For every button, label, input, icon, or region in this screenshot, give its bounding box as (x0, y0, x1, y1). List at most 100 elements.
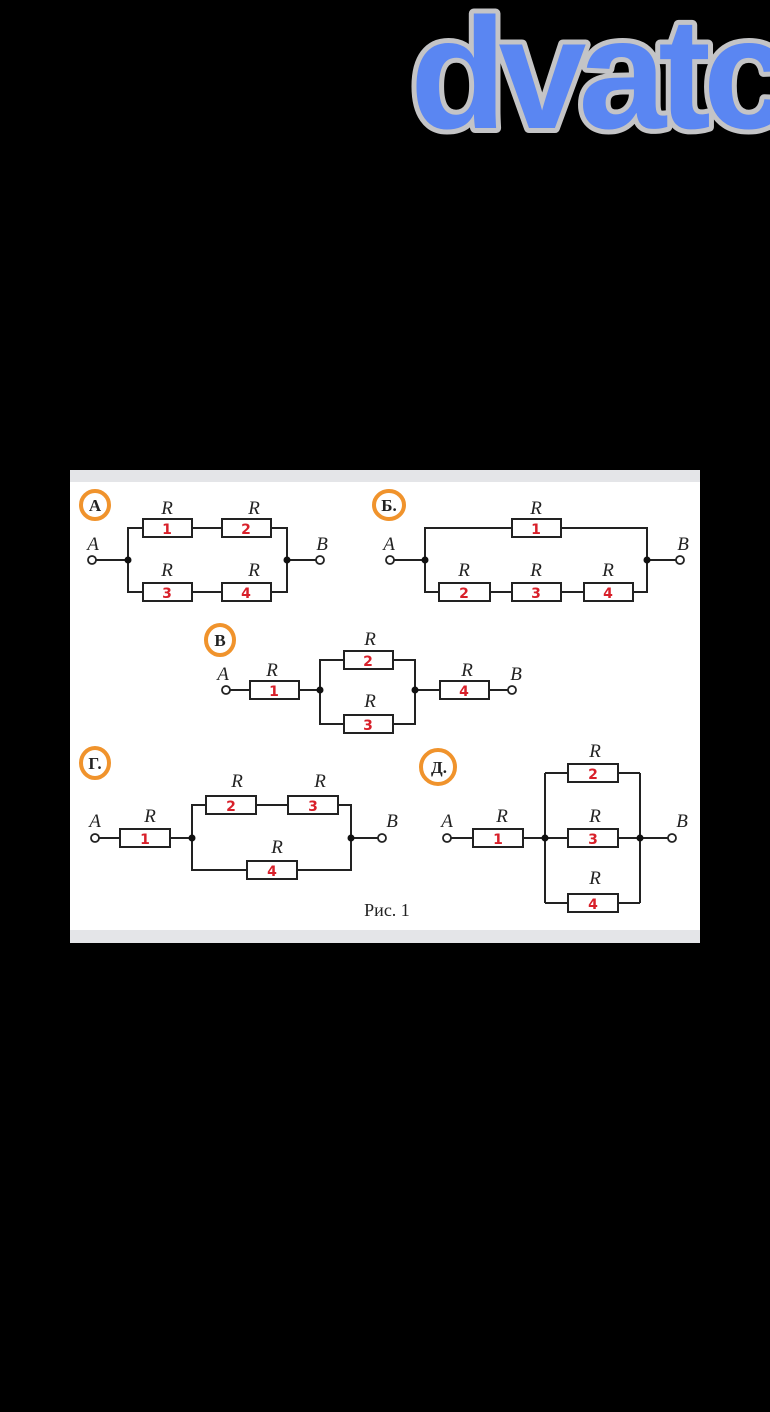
resistor-symbol: R (143, 806, 156, 827)
watermark-text: dvatch (410, 0, 770, 160)
resistor-3: 3R (511, 560, 562, 602)
resistor-number: 3 (588, 832, 598, 848)
resistor-body (583, 582, 634, 602)
watermark: dvatch (405, 0, 770, 160)
resistor-1: 1R (511, 498, 562, 538)
terminal-a (221, 685, 231, 695)
junction-node (411, 686, 419, 694)
junction-node (347, 834, 355, 842)
resistor-body (221, 518, 272, 538)
resistor-number: 2 (459, 586, 469, 602)
resistor-body (249, 680, 300, 700)
resistor-number: 3 (308, 799, 318, 815)
resistor-number: 3 (531, 586, 541, 602)
resistor-2: 2R (567, 741, 619, 783)
junction-node (124, 556, 132, 564)
resistor-body (287, 795, 339, 815)
resistor-1: 1R (119, 806, 171, 848)
circuit-label: В (214, 631, 225, 650)
resistor-body (567, 828, 619, 848)
resistor-4: 4R (221, 560, 272, 602)
terminal-b (675, 555, 685, 565)
resistor-number: 1 (269, 684, 279, 700)
terminal-b (377, 833, 387, 843)
junction-node (541, 834, 549, 842)
resistor-symbol: R (247, 498, 260, 519)
resistor-body (567, 893, 619, 913)
terminal-b (507, 685, 517, 695)
figure-background (70, 470, 700, 943)
resistor-body (142, 518, 193, 538)
terminal-a (442, 833, 452, 843)
junction-node (188, 834, 196, 842)
resistor-symbol: R (495, 806, 508, 827)
resistor-body (343, 714, 394, 734)
resistor-3: 3R (287, 771, 339, 815)
terminal-b-label: B (677, 534, 689, 555)
resistor-3: 3R (343, 691, 394, 734)
resistor-symbol: R (601, 560, 614, 581)
highlight-ring (372, 489, 406, 521)
terminal-a (385, 555, 395, 565)
resistor-body (246, 860, 298, 880)
terminal-a-label: A (215, 664, 229, 685)
resistor-3: 3R (142, 560, 193, 602)
resistor-number: 1 (531, 522, 541, 538)
circuit-a: А 1R 2R 3R 4R A B (79, 489, 328, 602)
resistor-symbol: R (270, 837, 283, 858)
resistor-body (343, 650, 394, 670)
junction-node (283, 556, 291, 564)
resistor-symbol: R (160, 560, 173, 581)
circuit-d: Д. 1R 2R 3R 4R A B (419, 741, 688, 913)
resistor-symbol: R (588, 868, 601, 889)
resistor-symbol: R (529, 498, 542, 519)
resistor-2: 2R (221, 498, 272, 538)
terminal-a-label: A (87, 811, 101, 832)
resistor-symbol: R (588, 741, 601, 762)
resistor-number: 1 (162, 522, 172, 538)
circuit-label: Г. (88, 754, 101, 773)
resistor-number: 1 (140, 832, 150, 848)
terminal-b (315, 555, 325, 565)
terminal-b (667, 833, 677, 843)
resistor-symbol: R (457, 560, 470, 581)
resistor-body (567, 763, 619, 783)
figure-bottom-strip (70, 930, 700, 943)
terminal-a-label: A (439, 811, 453, 832)
resistor-body (511, 518, 562, 538)
resistor-symbol: R (363, 629, 376, 650)
resistor-number: 4 (241, 586, 251, 602)
junction-node (636, 834, 644, 842)
figure-top-strip (70, 470, 700, 482)
resistor-symbol: R (230, 771, 243, 792)
figure-caption: Рис. 1 (364, 900, 410, 920)
resistor-3: 3R (567, 806, 619, 848)
resistor-number: 4 (603, 586, 613, 602)
wire (394, 527, 676, 593)
terminal-b-label: B (386, 811, 398, 832)
resistor-4: 4R (246, 837, 298, 880)
resistor-body (439, 680, 490, 700)
resistor-number: 4 (459, 684, 469, 700)
terminal-a (87, 555, 97, 565)
resistor-4: 4R (583, 560, 634, 602)
highlight-ring (204, 623, 236, 657)
resistor-number: 4 (267, 864, 277, 880)
terminal-a (90, 833, 100, 843)
resistor-symbol: R (529, 560, 542, 581)
resistor-number: 1 (493, 832, 503, 848)
resistor-1: 1R (249, 660, 300, 700)
resistor-body (142, 582, 193, 602)
resistor-body (438, 582, 491, 602)
highlight-ring (79, 746, 111, 780)
highlight-ring (79, 489, 111, 521)
resistor-number: 2 (363, 654, 373, 670)
junction-node (643, 556, 651, 564)
circuit-label: Б. (381, 496, 397, 515)
resistor-symbol: R (460, 660, 473, 681)
resistor-number: 3 (162, 586, 172, 602)
terminal-b-label: B (510, 664, 522, 685)
resistor-number: 2 (588, 767, 598, 783)
resistor-symbol: R (313, 771, 326, 792)
